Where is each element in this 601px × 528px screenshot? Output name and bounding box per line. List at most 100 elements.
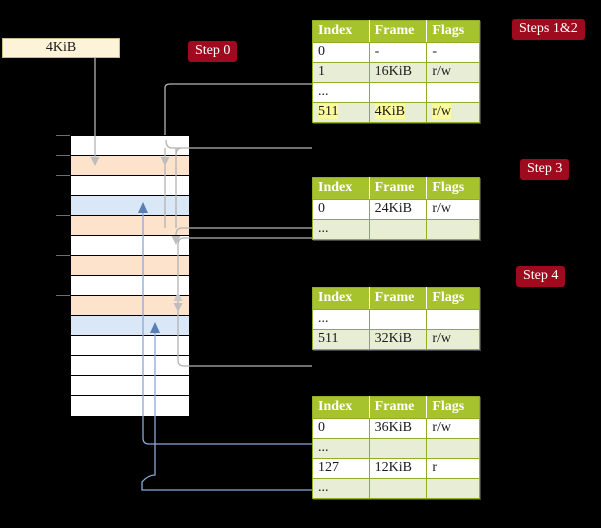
cell-frame — [368, 309, 428, 330]
cell-text: 1 — [318, 64, 325, 79]
memory-frame-row — [71, 396, 189, 416]
column-header-index: Index — [312, 287, 370, 310]
cell-text: 12KiB — [374, 460, 413, 475]
gray-connector-wire — [175, 227, 312, 236]
table-row: 1 16KiB r/w — [312, 62, 480, 83]
cell-frame — [368, 82, 428, 103]
cell-text: r/w — [432, 201, 452, 216]
memory-frame-row — [71, 156, 189, 176]
memory-tick-mark — [56, 155, 70, 156]
cell-text: r/w — [432, 104, 452, 119]
cell-index: ... — [312, 309, 370, 330]
cell-flags: r/w — [426, 329, 480, 350]
memory-frame-row — [71, 336, 189, 356]
cell-index: ... — [312, 478, 370, 499]
memory-tick-mark — [56, 135, 70, 136]
cell-flags: - — [426, 42, 480, 63]
step-badge-step-4: Step 4 — [516, 266, 566, 287]
memory-frame-row — [71, 136, 189, 156]
cell-text: 511 — [318, 331, 339, 346]
column-header-index: Index — [312, 177, 370, 200]
memory-frame-row — [71, 176, 189, 196]
memory-tick-mark — [56, 255, 70, 256]
cell-text: ... — [318, 440, 329, 455]
gray-connector-wire — [177, 237, 312, 302]
cell-text: 4KiB — [374, 104, 406, 119]
memory-frame-row — [71, 296, 189, 316]
memory-frame-row — [71, 376, 189, 396]
cell-flags — [426, 219, 480, 240]
cell-text: 127 — [318, 460, 339, 475]
cell-index: 511 — [312, 102, 370, 123]
cell-text: 0 — [318, 44, 325, 59]
column-header-flags: Flags — [426, 20, 480, 43]
cell-index: 127 — [312, 458, 370, 479]
cell-frame: 16KiB — [368, 62, 428, 83]
cell-index: 0 — [312, 42, 370, 63]
table-row: ... — [312, 219, 480, 240]
column-header-index: Index — [312, 396, 370, 419]
memory-frame-row — [71, 216, 189, 236]
cell-frame — [368, 438, 428, 459]
step-badge-label: Step 3 — [527, 161, 563, 176]
column-header-index: Index — [312, 20, 370, 43]
cell-text: r/w — [432, 420, 452, 435]
memory-tick-mark — [56, 215, 70, 216]
cell-frame: 36KiB — [368, 418, 428, 439]
column-header-frame: Frame — [368, 396, 428, 419]
cell-flags: r/w — [426, 102, 480, 123]
cell-index: ... — [312, 219, 370, 240]
step-badge-label: Steps 1&2 — [519, 21, 578, 36]
table-row: ... — [312, 438, 480, 459]
column-header-flags: Flags — [426, 396, 480, 419]
cell-frame: 32KiB — [368, 329, 428, 350]
step-badge-label: Step 4 — [523, 268, 559, 283]
cell-text: 16KiB — [374, 64, 413, 79]
memory-frame-row — [71, 316, 189, 336]
cell-flags — [426, 309, 480, 330]
cell-frame: 24KiB — [368, 199, 428, 220]
step-badge-label: Step 0 — [195, 43, 231, 58]
cell-flags: r/w — [426, 199, 480, 220]
cell-index: 1 — [312, 62, 370, 83]
gray-connector-wire — [164, 83, 312, 135]
cell-index: 0 — [312, 199, 370, 220]
cell-frame: 4KiB — [368, 102, 428, 123]
memory-frame-row — [71, 256, 189, 276]
cell-flags — [426, 478, 480, 499]
column-header-flags: Flags — [426, 177, 480, 200]
table-row: ... — [312, 309, 480, 330]
table-row: 0 - - — [312, 42, 480, 63]
cell-frame — [368, 219, 428, 240]
cell-text: ... — [318, 311, 329, 326]
cell-frame: - — [368, 42, 428, 63]
cell-text: 24KiB — [374, 201, 413, 216]
source-frame-box: 4KiB — [2, 38, 120, 58]
cell-text: - — [374, 44, 380, 59]
column-header-flags: Flags — [426, 287, 480, 310]
cell-flags — [426, 82, 480, 103]
physical-memory-column — [70, 135, 190, 416]
memory-tick-mark — [56, 175, 70, 176]
memory-frame-row — [71, 236, 189, 256]
table-row: ... — [312, 82, 480, 103]
cell-text: 0 — [318, 201, 325, 216]
cell-text: r/w — [432, 64, 452, 79]
memory-frame-row — [71, 276, 189, 296]
cell-flags: r/w — [426, 418, 480, 439]
memory-frame-row — [71, 356, 189, 376]
column-header-frame: Frame — [368, 177, 428, 200]
cell-text: 0 — [318, 420, 325, 435]
step-badge-step-0: Step 0 — [188, 41, 238, 62]
table-row: ... — [312, 478, 480, 499]
cell-frame: 12KiB — [368, 458, 428, 479]
cell-index: ... — [312, 82, 370, 103]
cell-frame — [368, 478, 428, 499]
table-row: 0 24KiB r/w — [312, 199, 480, 220]
